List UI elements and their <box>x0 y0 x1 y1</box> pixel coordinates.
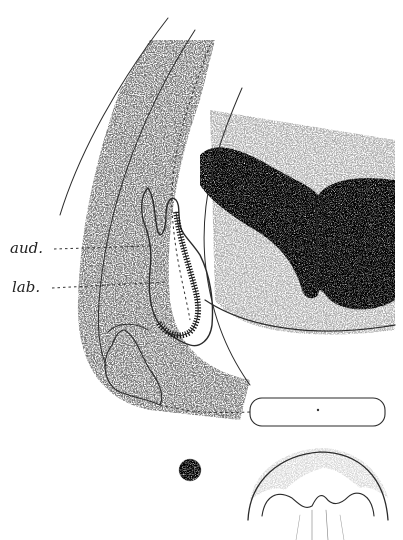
label-aud: aud. <box>10 239 43 257</box>
notochord-capsule <box>250 398 385 426</box>
label-lab: lab. <box>12 278 40 296</box>
lower-horseshoe-structure <box>248 448 388 540</box>
